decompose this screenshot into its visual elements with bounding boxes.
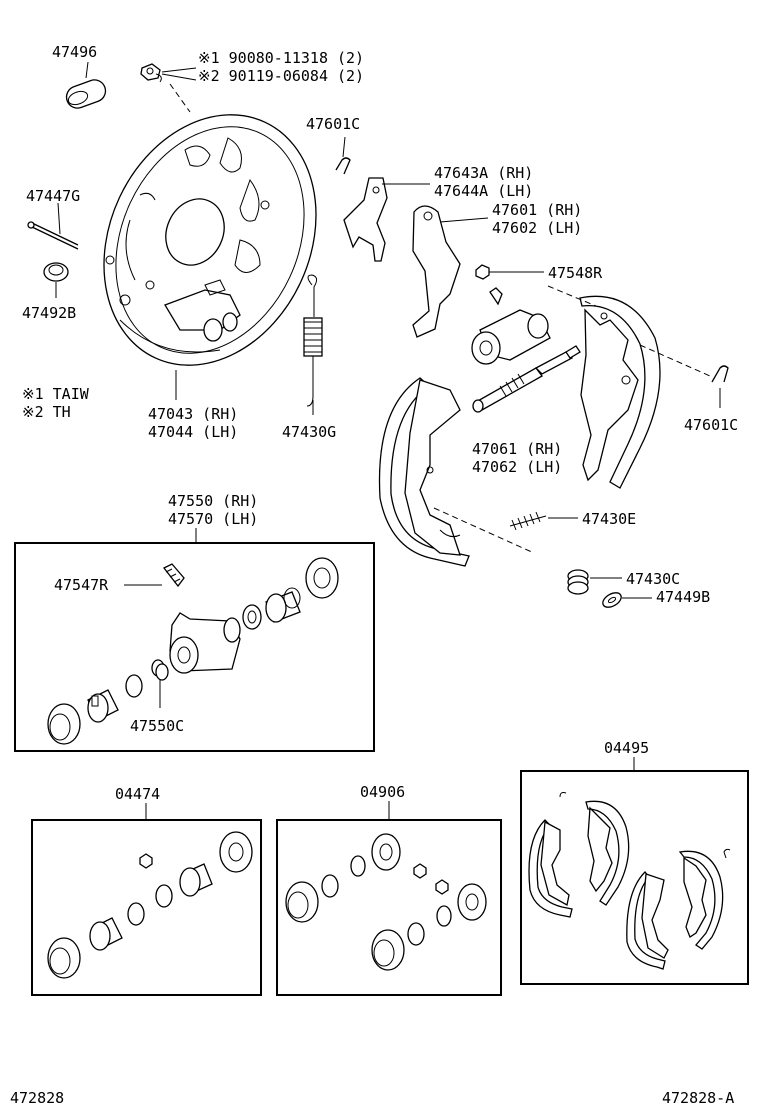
label-47570: 47570 (LH) [168,510,258,528]
spring-47430e [509,511,578,531]
dust-boot [305,557,339,599]
brake-shoe-right [579,295,661,489]
label-47449b: 47449B [656,588,710,606]
box-kit-04495 [520,770,749,985]
label-47492b: 47492B [22,304,76,322]
label-47430g: 47430G [282,423,336,441]
bleeder-screw [163,563,185,588]
cup-seal-left [125,674,143,698]
label-47044: 47044 (LH) [148,423,238,441]
label-47062: 47062 (LH) [472,458,562,476]
spring-47550c [151,659,169,708]
piston [265,587,301,623]
clip-47601c-top [335,136,351,175]
label-47430e: 47430E [582,510,636,528]
dust-boot-left [47,703,81,745]
plug-47496 [65,61,107,109]
label-47447g: 47447G [26,187,80,205]
label-47644a: 47644A (LH) [434,182,533,200]
retainer-47449b [602,592,652,608]
lever-47643a [343,177,430,262]
kit-04474-parts [47,831,253,979]
cup-seal [242,604,262,630]
label-47548r: 47548R [548,264,603,282]
label-bolt-1: ※1 90080-11318 (2) [198,49,364,67]
kit-04495-shoes [528,792,731,970]
brake-shoe-left [378,377,470,567]
kit-04906-parts [285,833,487,971]
spring-47430g [303,274,323,415]
box-47550 [14,542,375,752]
label-47601c-top: 47601C [306,115,360,133]
note-1: ※1 TAIW [22,385,90,403]
cup-47492b [43,262,69,298]
label-47643a: 47643A (RH) [434,164,533,182]
label-47547r: 47547R [54,576,109,594]
label-47601c-right: 47601C [684,416,738,434]
label-kit-04495: 04495 [604,739,649,757]
cylinder-body [169,612,241,674]
bolt-icon [140,63,197,83]
backing-plate [103,114,317,366]
clip-47601c-right [711,365,729,408]
diagram-id-left: 472828 [10,1089,64,1107]
diagram-id-right: 472828-A [662,1089,734,1107]
strut-47601 [412,205,489,338]
wheel-cylinder [471,287,551,365]
label-47550: 47550 (RH) [168,492,258,510]
label-47043: 47043 (RH) [148,405,238,423]
label-kit-04906: 04906 [360,783,405,801]
spring-47430c [567,569,622,595]
label-bolt-2: ※2 90119-06084 (2) [198,67,364,85]
pin-47447g [27,202,79,250]
box-kit-04474 [31,819,262,996]
box-kit-04906 [276,819,502,996]
label-47601: 47601 (RH) [492,201,582,219]
label-47061: 47061 (RH) [472,440,562,458]
nut-47548r [475,264,544,280]
label-kit-04474: 04474 [115,785,160,803]
label-47602: 47602 (LH) [492,219,582,237]
label-47430c: 47430C [626,570,680,588]
piston-left [87,689,119,723]
label-47550c: 47550C [130,717,184,735]
label-47496: 47496 [52,43,97,61]
note-2: ※2 TH [22,403,71,421]
adjuster-47061 [472,345,581,413]
